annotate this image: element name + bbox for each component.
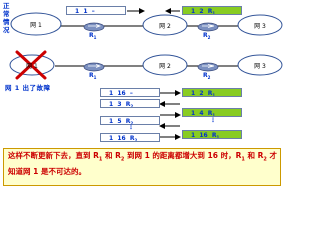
cloud-net3-top xyxy=(237,14,283,36)
router-r1-top xyxy=(83,22,105,32)
r1-update-row-4: 1 16 R2 xyxy=(100,133,160,142)
r1-label-failure: R1 xyxy=(89,72,97,81)
r2-update-row-1: 1 2 R1 xyxy=(182,88,242,97)
r2-update-row-2: 1 4 R1 xyxy=(182,108,242,117)
cloud-net2-failure xyxy=(142,54,188,76)
r2-label-failure: R2 xyxy=(203,72,211,81)
r1-label-top: R1 xyxy=(89,32,97,41)
r1-update-row-1: 1 16 – xyxy=(100,88,160,97)
r1-update-row-3: 1 5 R2 xyxy=(100,116,160,125)
router-r1-failure xyxy=(83,62,105,72)
net1-label-failure: 网 1 xyxy=(26,63,38,70)
net2-label-top: 网 2 xyxy=(159,23,171,30)
router-r2-top xyxy=(197,22,219,32)
router-r2-failure xyxy=(197,62,219,72)
cloud-net2-top xyxy=(142,14,188,36)
network-topology-diagram xyxy=(9,8,283,140)
explanation-caption: 这样不断更新下去，直到 R1 和 R2 到网 1 的距离都增大到 16 时，R1… xyxy=(3,148,281,186)
r2-label-top: R2 xyxy=(203,32,211,41)
failure-label: 网 1 出了故障 xyxy=(5,84,51,92)
r2-routing-entry-top: 1 2 R1 xyxy=(182,6,242,15)
net1-label-top: 网 1 xyxy=(30,22,42,29)
failure-cross-icon xyxy=(15,50,47,80)
cloud-net3-failure xyxy=(237,54,283,76)
r1-routing-entry-top: 1 1 – xyxy=(66,6,126,15)
net2-label-failure: 网 2 xyxy=(159,63,171,70)
normal-case-label: 正常情况 xyxy=(3,2,10,34)
r2-ellipsis: ⋮ xyxy=(210,117,216,124)
net3-label-failure: 网 3 xyxy=(254,63,266,70)
r1-ellipsis: ⋮ xyxy=(128,124,134,131)
net3-label-top: 网 3 xyxy=(254,23,266,30)
cloud-net1-top xyxy=(10,12,62,36)
r2-update-row-3: 1 16 R1 xyxy=(182,130,242,139)
r1-update-row-2: 1 3 R2 xyxy=(100,99,160,108)
